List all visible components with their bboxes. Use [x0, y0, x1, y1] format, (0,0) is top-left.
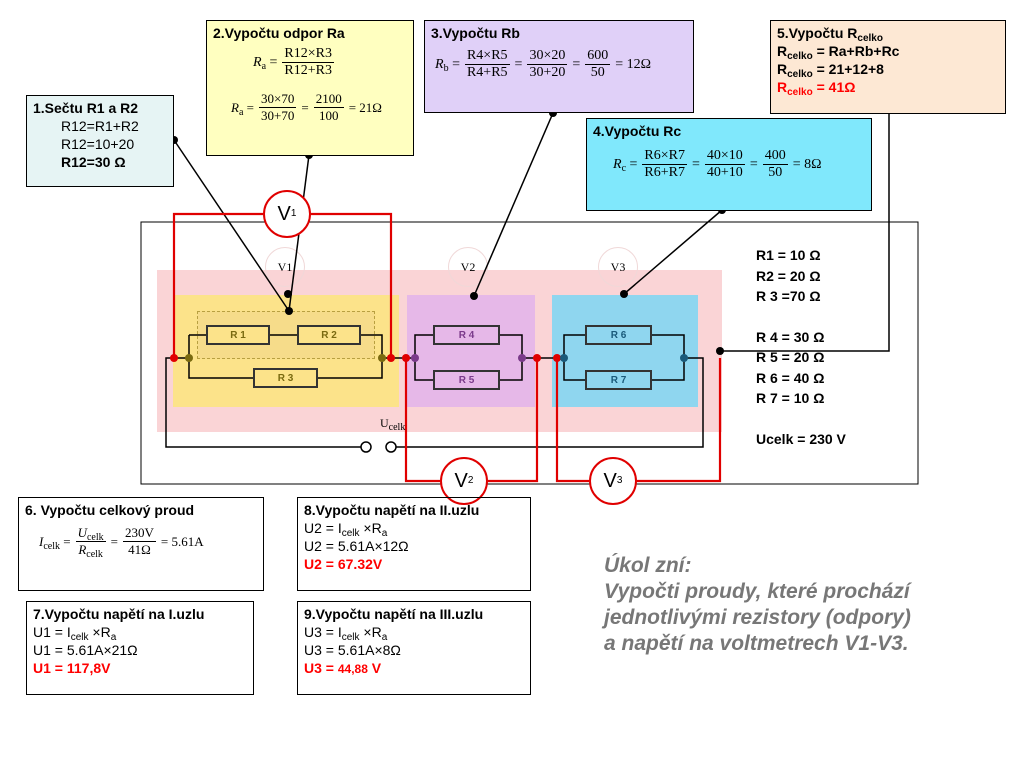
step2-title: 2.Vypočtu odpor Ra: [213, 25, 345, 41]
resistor-r6: R 6: [585, 325, 652, 345]
step5-box: 5.Vypočtu Rcelko Rcelko = Ra+Rb+Rc Rcelk…: [770, 20, 1006, 114]
step7-line2: U1 = 5.61A×21Ω: [33, 642, 138, 658]
step8-title: 8.Vypočtu napětí na II.uzlu: [304, 502, 480, 518]
value-r5: R 5 = 20 Ω: [756, 349, 825, 365]
step1-box: 1.Sečtu R1 a R2 R12=R1+R2 R12=10+20 R12=…: [26, 95, 174, 187]
ghost-v1-symbol: V1: [265, 247, 305, 287]
step9-line1: U3 = Icelk ×Ra: [304, 624, 388, 643]
ucelk-label: Ucelk: [380, 416, 406, 433]
step9-result: U3 = 44,88 V: [304, 660, 382, 676]
ghost-v2-symbol: V2: [448, 247, 488, 287]
outer-frame: [140, 221, 919, 485]
ghost-v1-label: V1: [277, 259, 293, 274]
terminal-left: [360, 441, 372, 453]
ghost-v3-label: V3: [610, 259, 626, 274]
task-line4: a napětí na voltmetrech V1-V3.: [604, 632, 909, 655]
step6-title: 6. Vypočtu celkový proud: [25, 502, 195, 518]
resistor-r1: R 1: [206, 325, 270, 345]
task-text: Úkol zní: Vypočti proudy, které prochází…: [604, 553, 1014, 657]
step5-line2: Rcelko = 21+12+8: [777, 61, 884, 80]
terminal-right: [385, 441, 397, 453]
step1-result: R12=30 Ω: [61, 154, 126, 170]
r3-label: R 3: [277, 372, 294, 384]
value-ucelk: Ucelk = 230 V: [756, 430, 846, 447]
step8-line2: U2 = 5.61A×12Ω: [304, 538, 409, 554]
step7-result: U1 = 117,8V: [33, 660, 111, 676]
value-r7: R 7 = 10 Ω: [756, 390, 825, 406]
step3-title: 3.Vypočtu Rb: [431, 25, 520, 41]
step7-box: 7.Vypočtu napětí na I.uzlu U1 = Icelk ×R…: [26, 601, 254, 695]
r1-label: R 1: [230, 329, 246, 341]
r5-label: R 5: [458, 374, 475, 386]
value-r3: R 3 =70 Ω: [756, 288, 821, 304]
resistor-values-list: R1 = 10 Ω R2 = 20 Ω R 3 =70 Ω R 4 = 30 Ω…: [756, 245, 846, 449]
resistor-r4: R 4: [433, 325, 500, 345]
resistor-r5: R 5: [433, 370, 500, 390]
step4-title: 4.Vypočtu Rc: [593, 123, 682, 139]
value-r2: R2 = 20 Ω: [756, 267, 821, 284]
step9-title: 9.Vypočtu napětí na III.uzlu: [304, 606, 484, 622]
step8-line1: U2 = Icelk ×Ra: [304, 520, 388, 539]
value-r1: R1 = 10 Ω: [756, 247, 821, 263]
value-r4: R 4 = 30 Ω: [756, 328, 825, 345]
step8-box: 8.Vypočtu napětí na II.uzlu U2 = Icelk ×…: [297, 497, 531, 591]
r7-label: R 7: [610, 374, 627, 386]
step9-box: 9.Vypočtu napětí na III.uzlu U3 = Icelk …: [297, 601, 531, 695]
ghost-v3-symbol: V3: [598, 247, 638, 287]
step9-line2: U3 = 5.61A×8Ω: [304, 642, 401, 658]
step1-line2: R12=10+20: [61, 136, 135, 152]
task-line1: Úkol zní:: [604, 554, 692, 577]
ghost-v2-label: V2: [460, 259, 476, 274]
black-wires: [165, 110, 890, 448]
value-r6: R 6 = 40 Ω: [756, 369, 825, 386]
r4-label: R 4: [458, 329, 475, 341]
step7-line1: U1 = Icelk ×Ra: [33, 624, 117, 643]
step8-result: U2 = 67.32V: [304, 556, 383, 572]
r6-label: R 6: [610, 329, 627, 341]
task-line2: Vypočti proudy, které prochází: [604, 580, 910, 603]
resistor-r3: R 3: [253, 368, 318, 388]
step5-line1: Rcelko = Ra+Rb+Rc: [777, 43, 900, 62]
resistor-r7: R 7: [585, 370, 652, 390]
step5-result: Rcelko = 41Ω: [777, 79, 856, 98]
step1-title: 1.Sečtu R1 a R2: [33, 100, 139, 116]
r2-label: R 2: [321, 329, 337, 341]
red-wires: [172, 212, 722, 483]
step5-title: 5.Vypočtu Rcelko: [777, 25, 883, 44]
step7-title: 7.Vypočtu napětí na I.uzlu: [33, 606, 205, 622]
resistor-r2: R 2: [297, 325, 361, 345]
step1-line1: R12=R1+R2: [61, 118, 139, 134]
task-line3: jednotlivými rezistory (odpory): [604, 606, 911, 629]
